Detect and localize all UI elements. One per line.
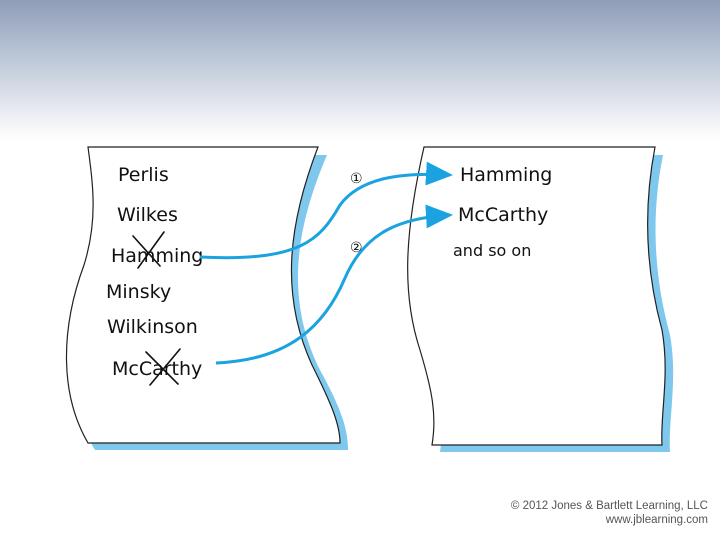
- left-name-mccarthy: McCarthy: [112, 358, 202, 380]
- right-name-hamming: Hamming: [460, 164, 552, 186]
- right-name-mccarthy: McCarthy: [458, 204, 548, 226]
- left-name-perlis: Perlis: [118, 164, 169, 186]
- copyright-text: © 2012 Jones & Bartlett Learning, LLC: [510, 500, 708, 512]
- arrow-hamming: [199, 161, 453, 260]
- right-continuation: and so on: [453, 241, 531, 260]
- left-name-minsky: Minsky: [106, 281, 171, 303]
- left-page: [65, 146, 341, 444]
- right-page: [407, 146, 666, 446]
- website-link[interactable]: www.jblearning.com: [605, 514, 708, 526]
- left-name-wilkes: Wilkes: [117, 204, 178, 226]
- left-name-hamming: Hamming: [111, 245, 203, 267]
- copyright-notice: © 2012 Jones & Bartlett Learning, LLC ww…: [511, 499, 708, 527]
- left-name-wilkinson: Wilkinson: [107, 316, 198, 338]
- hamming-cross-out-mark: [132, 231, 165, 269]
- step-marker-2: ②: [350, 240, 363, 256]
- arrow-mccarthy: [215, 204, 453, 365]
- step-marker-1: ①: [350, 171, 363, 187]
- mccarthy-cross-out-mark: [145, 348, 181, 386]
